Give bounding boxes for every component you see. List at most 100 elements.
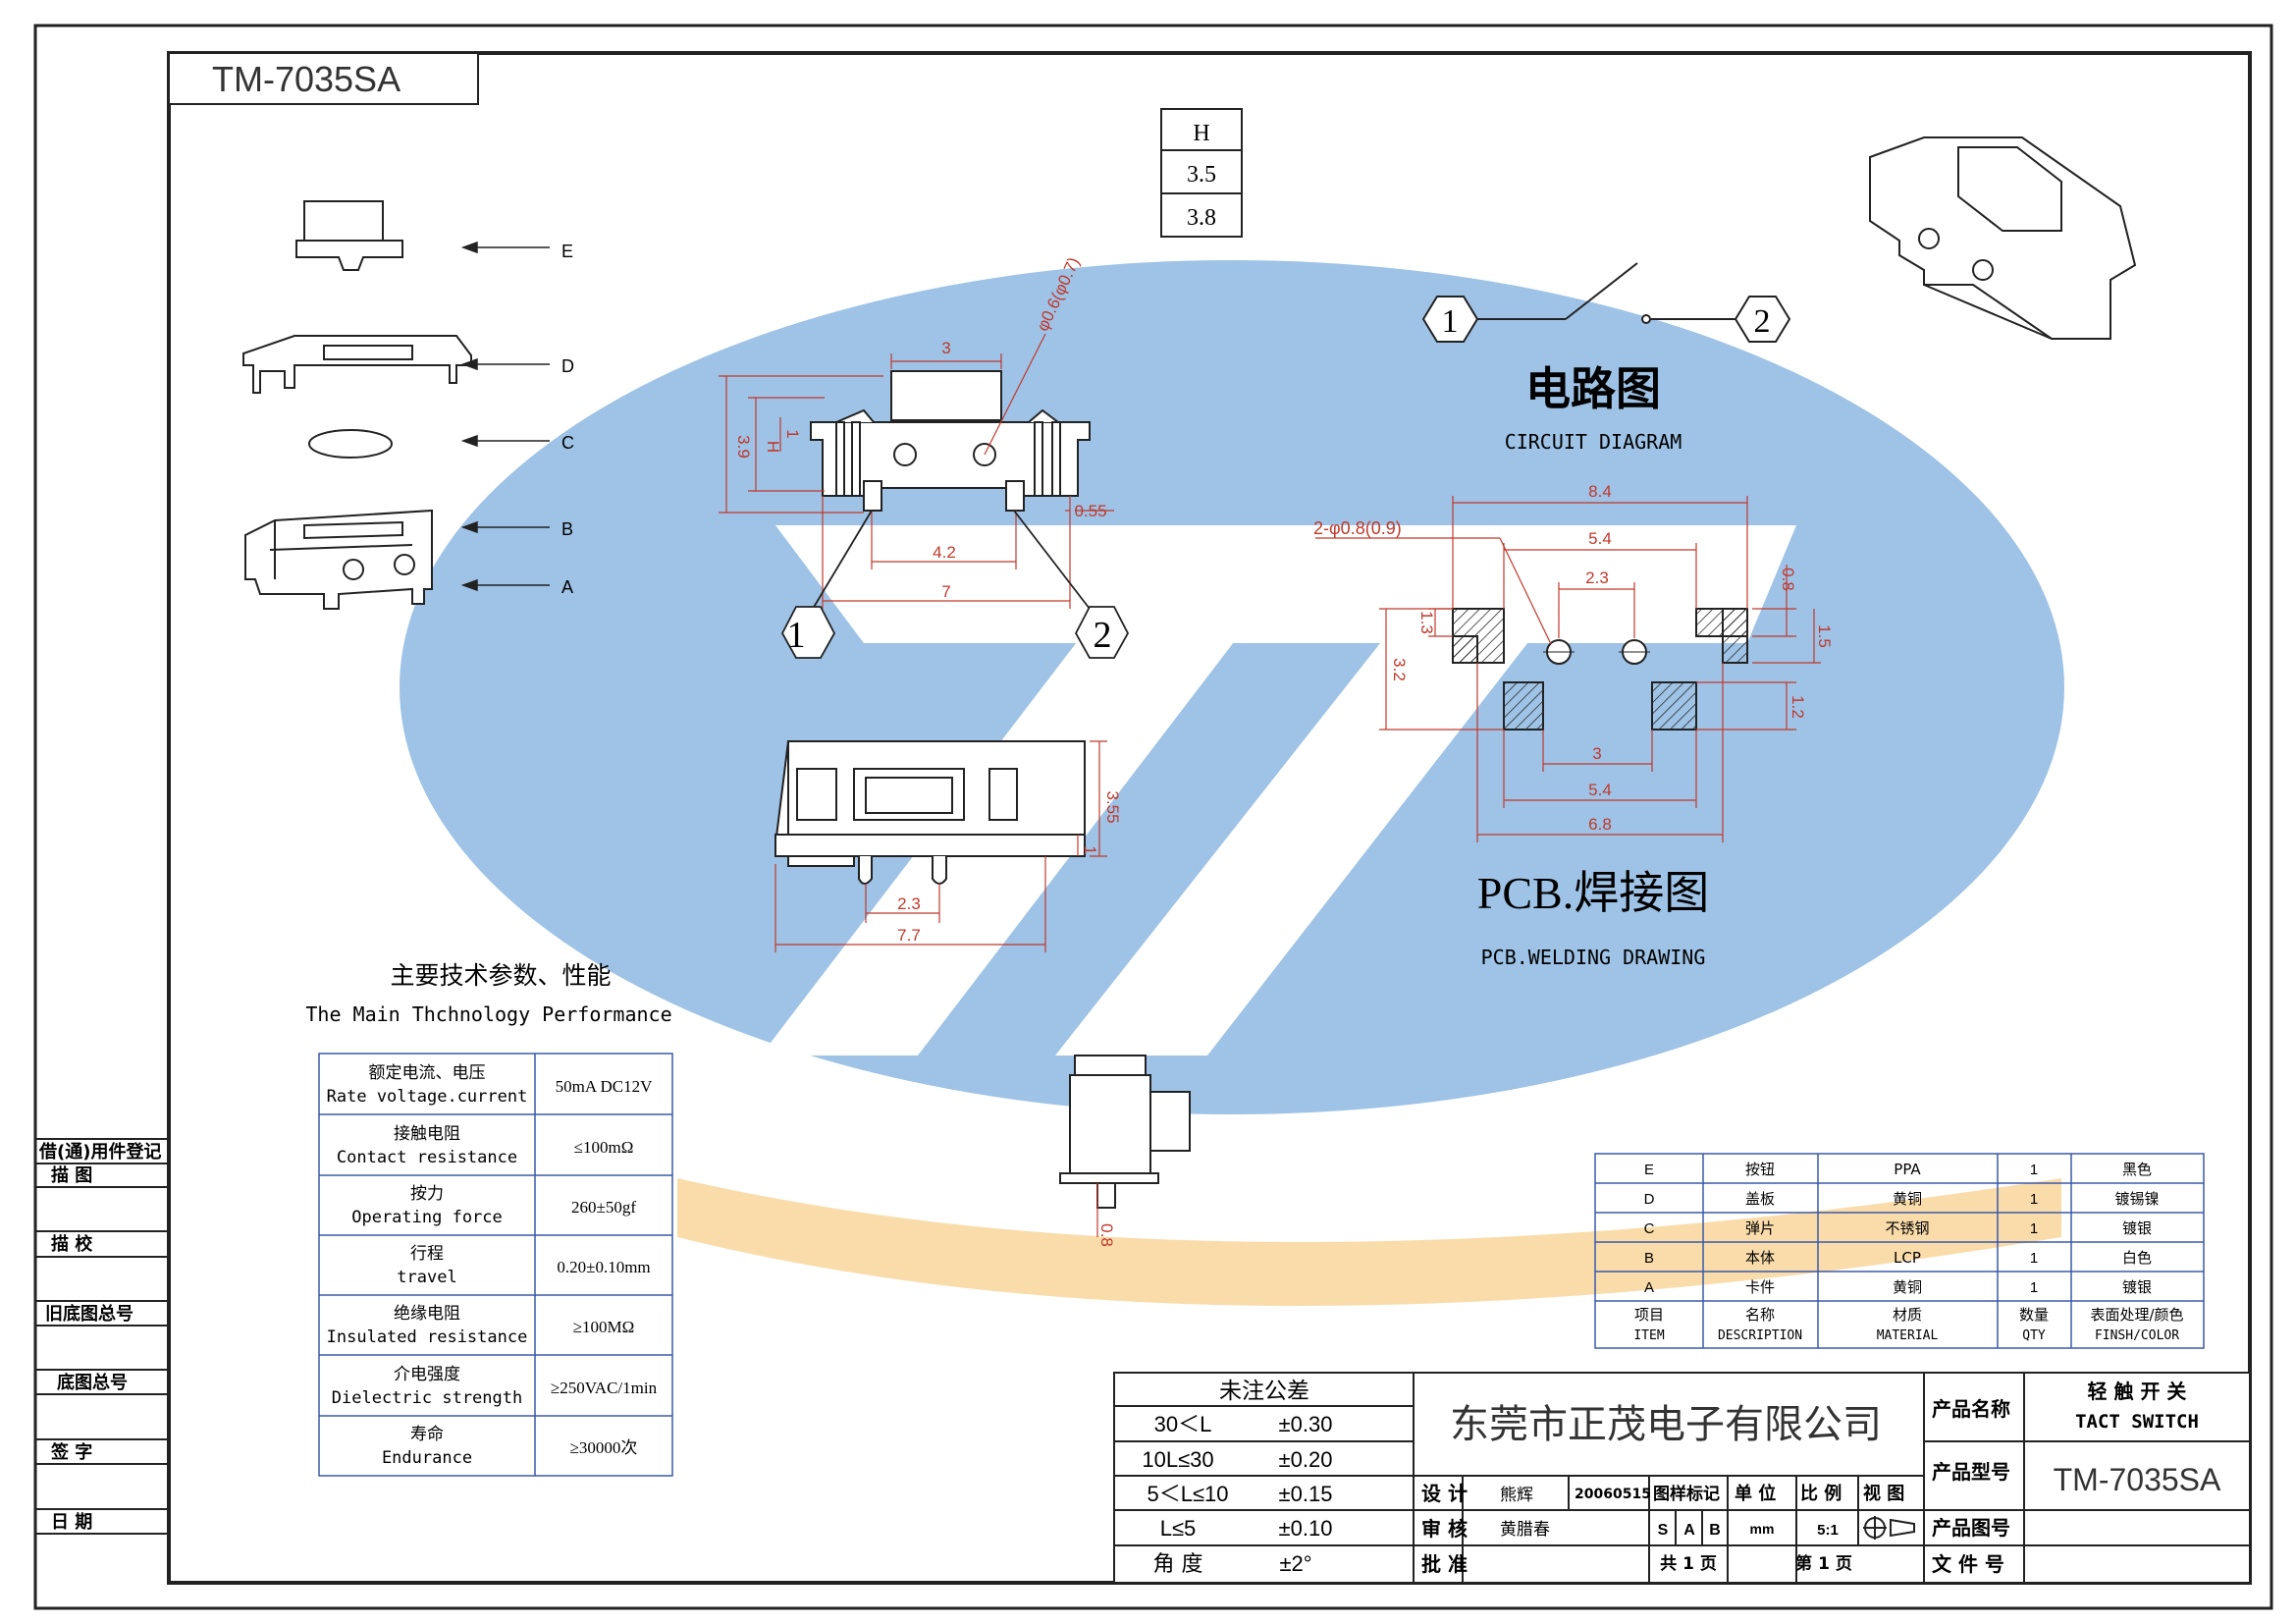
pcb-title-cn: PCB.焊接图 xyxy=(1477,868,1709,918)
perf-row-2-en: Contact resistance xyxy=(337,1148,517,1167)
bom-row-1-finish: 黑色 xyxy=(2122,1161,2152,1178)
bom-header-fin-en: FINSH/COLOR xyxy=(2095,1328,2179,1343)
pin-callouts xyxy=(780,510,1130,659)
dim-3-55: 3.55 xyxy=(1103,790,1122,823)
scale-label: 比 例 xyxy=(1800,1483,1842,1504)
perf-row-3-value: 260±50gf xyxy=(571,1198,636,1217)
left-label-6: 签 字 xyxy=(50,1441,92,1463)
dim-3-9: 3.9 xyxy=(734,435,753,459)
product-name-en: TACT SWITCH xyxy=(2075,1411,2199,1433)
label-d: D xyxy=(561,356,574,376)
part-e-button xyxy=(295,200,403,271)
front-view xyxy=(810,370,1091,512)
dim-side-1: 1 xyxy=(1081,845,1099,854)
bom-table xyxy=(1594,1153,2205,1349)
perf-row-6-value: ≥250VAC/1min xyxy=(551,1379,658,1397)
scale-value: 5:1 xyxy=(1817,1522,1839,1539)
part-c-dome xyxy=(308,429,393,459)
watermark-logo xyxy=(400,260,2064,1306)
tol-row-5-range: 角 度 xyxy=(1153,1552,1203,1577)
pcb-dim-text: 8.4 2-φ0.8(0.9) 5.4 2.3 0.8 1.3 1.5 3.2 … xyxy=(1313,482,1834,834)
performance-title-en: The Main Thchnology Performance xyxy=(305,1002,671,1026)
bom-row-4-qty: 1 xyxy=(2030,1250,2038,1267)
left-label-1: 借(通)用件登记 xyxy=(38,1141,161,1163)
bom-header-fin-cn: 表面处理/颜色 xyxy=(2090,1306,2183,1324)
bom-row-4-desc: 本体 xyxy=(1745,1249,1775,1267)
projection-symbol-icon xyxy=(1863,1516,1915,1540)
exploded-view xyxy=(242,200,472,610)
left-label-4: 旧底图总号 xyxy=(45,1303,133,1325)
dim-7-7: 7.7 xyxy=(897,926,921,945)
bom-row-1-qty: 1 xyxy=(2030,1162,2038,1178)
left-label-3: 描 校 xyxy=(51,1233,93,1255)
height-value-1: 3.5 xyxy=(1187,162,1216,188)
bom-row-3-finish: 镀银 xyxy=(2122,1219,2152,1237)
product-name-cn: 轻 触 开 关 xyxy=(2088,1380,2187,1403)
mark-a: A xyxy=(1683,1522,1695,1539)
bom-row-3-desc: 弹片 xyxy=(1745,1219,1775,1237)
perf-row-3-en: Operating force xyxy=(351,1208,503,1227)
perf-row-5-cn: 绝缘电阻 xyxy=(394,1304,460,1324)
pcb-dim-3-2: 3.2 xyxy=(1390,658,1409,681)
perf-row-4-en: travel xyxy=(397,1268,456,1287)
tol-row-5-value: ±2° xyxy=(1279,1551,1311,1576)
file-no-label: 文 件 号 xyxy=(1932,1552,2004,1576)
bom-row-5-finish: 镀银 xyxy=(2122,1278,2152,1296)
bom-row-5-mat: 黄铜 xyxy=(1893,1278,1922,1296)
dim-0-8-bottom: 0.8 xyxy=(1097,1223,1116,1247)
side-view xyxy=(774,740,1086,885)
tol-row-3-value: ±0.15 xyxy=(1279,1482,1333,1506)
left-column: 借(通)用件登记 描 图 描 校 旧底图总号 底图总号 签 字 日 期 xyxy=(35,1138,169,1535)
left-label-2: 描 图 xyxy=(51,1164,92,1186)
total-pages: 共 1 页 xyxy=(1660,1554,1717,1574)
dim-7: 7 xyxy=(941,582,950,601)
bom-row-1-item: E xyxy=(1644,1162,1654,1178)
bom-row-2-qty: 1 xyxy=(2030,1191,2038,1208)
bom-row-1-mat: PPA xyxy=(1894,1161,1921,1178)
mark-b: B xyxy=(1709,1522,1721,1539)
bom-header-item-cn: 项目 xyxy=(1634,1306,1664,1324)
perf-row-1-en: Rate voltage.current xyxy=(327,1087,528,1107)
bom-row-2-finish: 镀锡镍 xyxy=(2114,1190,2159,1208)
exploded-labels: E D C B A xyxy=(561,242,574,597)
performance-table xyxy=(318,1053,673,1477)
bom-header-desc-en: DESCRIPTION xyxy=(1718,1328,1802,1343)
mark-label: 图样标记 xyxy=(1653,1484,1720,1504)
left-label-7: 日 期 xyxy=(51,1512,92,1533)
bom-row-2-desc: 盖板 xyxy=(1745,1190,1775,1208)
bom-row-1-desc: 按钮 xyxy=(1745,1161,1775,1178)
dim-4-2: 4.2 xyxy=(933,543,956,562)
pcb-dim-1-5: 1.5 xyxy=(1815,624,1834,648)
pcb-dim-hole: 2-φ0.8(0.9) xyxy=(1313,518,1402,538)
pcb-dim-5-4a: 5.4 xyxy=(1588,529,1612,548)
circuit-title-cn: 电路图 xyxy=(1525,362,1661,415)
pcb-dim-5-4b: 5.4 xyxy=(1588,781,1612,799)
performance-title-cn: 主要技术参数、性能 xyxy=(390,961,611,990)
side-view-dim-text: 3.55 1 2.3 7.7 xyxy=(897,790,1122,945)
pcb-title-en: PCB.WELDING DRAWING xyxy=(1481,946,1706,969)
mark-s: S xyxy=(1658,1522,1669,1539)
tol-row-2-range: 10L≤30 xyxy=(1142,1447,1213,1472)
bom-header-mat-cn: 材质 xyxy=(1893,1306,1922,1324)
unit-label: 单 位 xyxy=(1735,1483,1776,1504)
product-model: TM-7035SA xyxy=(2054,1462,2221,1497)
label-a: A xyxy=(561,577,573,597)
title-block-grid xyxy=(1413,1372,2251,1584)
side-view-dims xyxy=(774,740,1107,952)
pcb-dim-8-4: 8.4 xyxy=(1588,482,1612,501)
performance-rows: 额定电流、电压 Rate voltage.current 50mA DC12V … xyxy=(327,1063,658,1468)
pcb-dim-3: 3 xyxy=(1592,744,1601,763)
perf-row-7-cn: 寿命 xyxy=(410,1425,444,1444)
dim-0-55: 0.55 xyxy=(1074,502,1106,520)
perf-row-3-cn: 按力 xyxy=(410,1184,444,1204)
dim-1: 1 xyxy=(783,429,802,438)
designer-name: 熊辉 xyxy=(1500,1486,1533,1505)
dim-h: H xyxy=(764,441,782,453)
dim-3: 3 xyxy=(941,339,950,357)
bom-row-4-item: B xyxy=(1644,1250,1654,1267)
perf-row-1-cn: 额定电流、电压 xyxy=(369,1063,486,1083)
bom-row-3-qty: 1 xyxy=(2030,1220,2038,1237)
tol-row-4-value: ±0.10 xyxy=(1279,1516,1333,1541)
tolerance-rows: 30＜L ±0.30 10L≤30 ±0.20 5＜L≤10 ±0.15 L≤5… xyxy=(1142,1412,1332,1577)
